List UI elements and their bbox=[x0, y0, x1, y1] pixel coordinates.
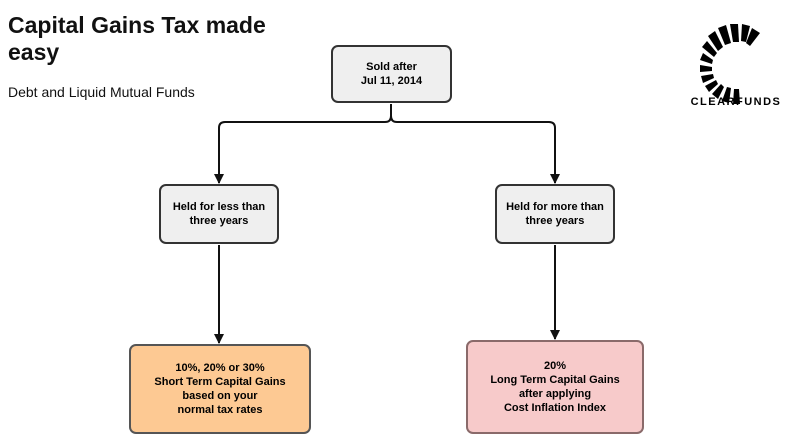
page-subtitle: Debt and Liquid Mutual Funds bbox=[8, 84, 195, 100]
node-ltcg-label: 20% Long Term Capital Gains after applyi… bbox=[490, 360, 620, 414]
node-long-term-capital-gains: 20% Long Term Capital Gains after applyi… bbox=[466, 340, 644, 434]
node-sold-after: Sold after Jul 11, 2014 bbox=[331, 45, 452, 103]
clearfunds-logo-icon bbox=[700, 24, 760, 104]
connector-root-to-right bbox=[390, 104, 560, 184]
node-short-term-capital-gains: 10%, 20% or 30% Short Term Capital Gains… bbox=[129, 344, 311, 434]
connector-root-to-left bbox=[214, 104, 392, 184]
page-title: Capital Gains Tax made easy bbox=[8, 12, 266, 65]
node-held-more-label: Held for more than three years bbox=[506, 201, 604, 227]
node-held-less-label: Held for less than three years bbox=[172, 201, 266, 227]
node-sold-after-label: Sold after Jul 11, 2014 bbox=[360, 61, 423, 87]
node-held-more-than-three-years: Held for more than three years bbox=[495, 184, 615, 244]
node-stcg-label: 10%, 20% or 30% Short Term Capital Gains… bbox=[154, 362, 286, 416]
logo-text: CLEARFUNDS bbox=[690, 96, 782, 108]
node-held-less-than-three-years: Held for less than three years bbox=[159, 184, 279, 244]
